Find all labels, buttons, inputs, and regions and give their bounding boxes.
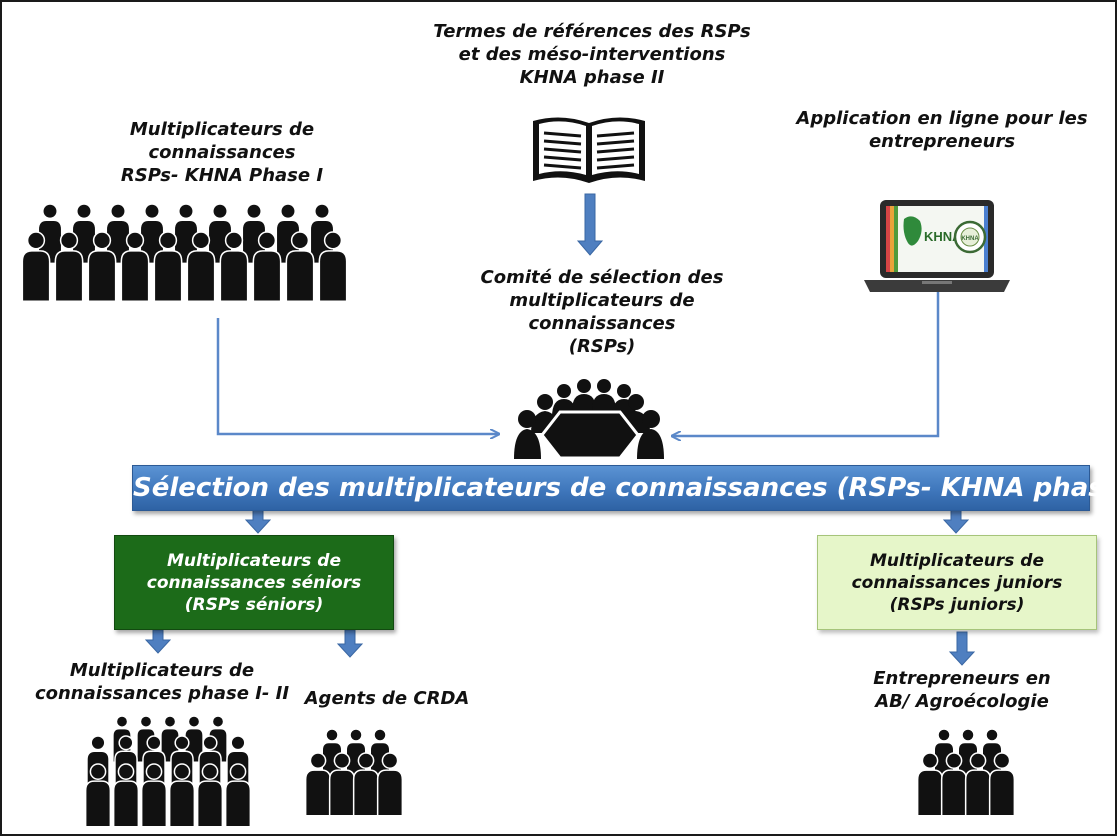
people-group-icon xyxy=(304,728,404,817)
arrow-application-to-committee xyxy=(672,292,940,436)
arrow-banner-to-junior xyxy=(942,508,970,534)
arrow-phase1-to-committee xyxy=(216,318,499,434)
open-book-icon xyxy=(533,117,645,183)
label-online-application: Application en ligne pour les entreprene… xyxy=(796,108,1088,152)
selection-banner: Sélection des multiplicateurs de connais… xyxy=(132,465,1115,511)
arrow-banner-to-senior xyxy=(244,508,272,534)
people-group-icon xyxy=(21,203,348,303)
label-selection-committee: Comité de sélection des multiplicateurs … xyxy=(480,267,724,357)
label-terms-of-reference: Termes de références des RSPs et des més… xyxy=(433,21,751,88)
laptop-logo-text: KHNA xyxy=(924,229,962,244)
junior-rsps-box: Multiplicateurs de connaissances juniors… xyxy=(817,535,1097,630)
people-group-icon xyxy=(916,728,1016,817)
label-phase-rsps: Multiplicateurs de connaissances phase I… xyxy=(34,660,290,704)
laptop-icon: KHNA KHNA xyxy=(864,200,1010,292)
arrow-senior-to-phase-rsps xyxy=(144,629,172,654)
seal-text: KHNA xyxy=(961,236,979,242)
meeting-table-icon xyxy=(514,379,664,460)
label-crda-agents: Agents de CRDA xyxy=(304,688,470,709)
arrow-senior-to-crda xyxy=(336,629,364,658)
africa-map-icon xyxy=(903,216,922,246)
label-entrepreneurs: Entrepreneurs en AB/ Agroécologie xyxy=(873,668,1051,712)
arrow-tor-to-committee xyxy=(576,193,604,256)
arrow-junior-to-entrepreneurs xyxy=(948,631,976,666)
people-group-icon xyxy=(84,715,252,828)
label-phase1-rsps: Multiplicateurs de connaissances RSPs- K… xyxy=(120,119,324,186)
senior-rsps-box: Multiplicateurs de connaissances séniors… xyxy=(114,535,394,630)
